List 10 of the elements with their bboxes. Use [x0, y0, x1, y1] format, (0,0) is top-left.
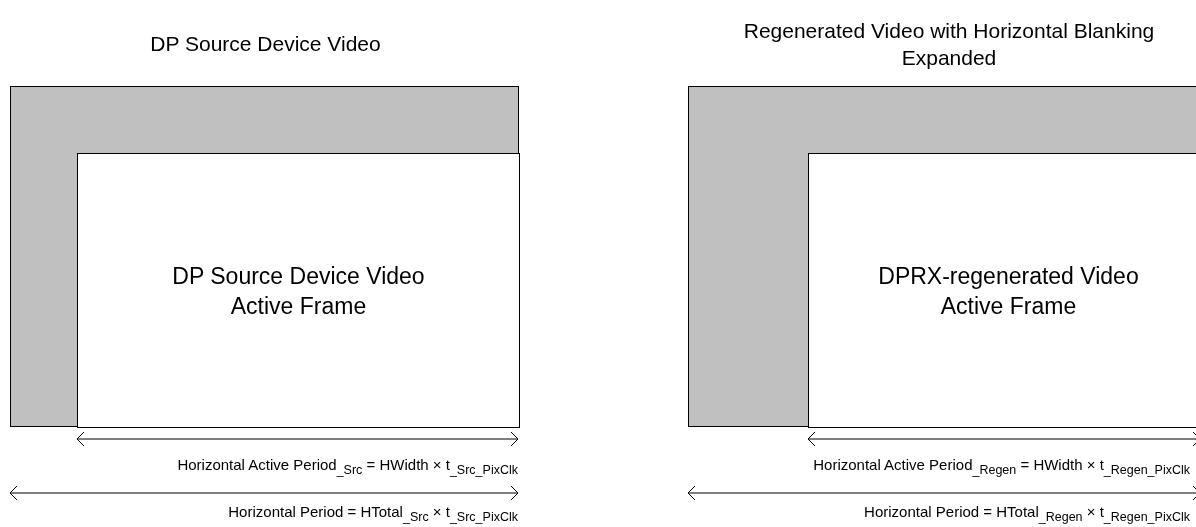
formula-label: Horizontal Period = HTotal$_{_Regen}$ × t$_{_Regen_PixClk}$ — [864, 503, 1190, 524]
frame-label: DPRX-regenerated Video Active Frame — [877, 261, 1140, 321]
formula-label: Horizontal Active Period$_{_Src}$ = HWidth × t$_{_Src_PixClk}$ — [177, 456, 518, 477]
formula-label: Horizontal Active Period$_{_Regen}$ = HWidth × t$_{_Regen_PixClk}$ — [813, 456, 1190, 477]
formula-label: Horizontal Period = HTotal$_{_Src}$ × t$_{_Src_PixClk}$ — [228, 503, 518, 524]
frame-title: DP Source Device Video — [149, 31, 382, 57]
frame-label: DP Source Device Video Active Frame — [171, 261, 426, 321]
frame-title: Regenerated Video with Horizontal Blanking Expanded — [742, 18, 1156, 71]
active-frame — [77, 153, 520, 428]
active-frame — [808, 153, 1196, 428]
